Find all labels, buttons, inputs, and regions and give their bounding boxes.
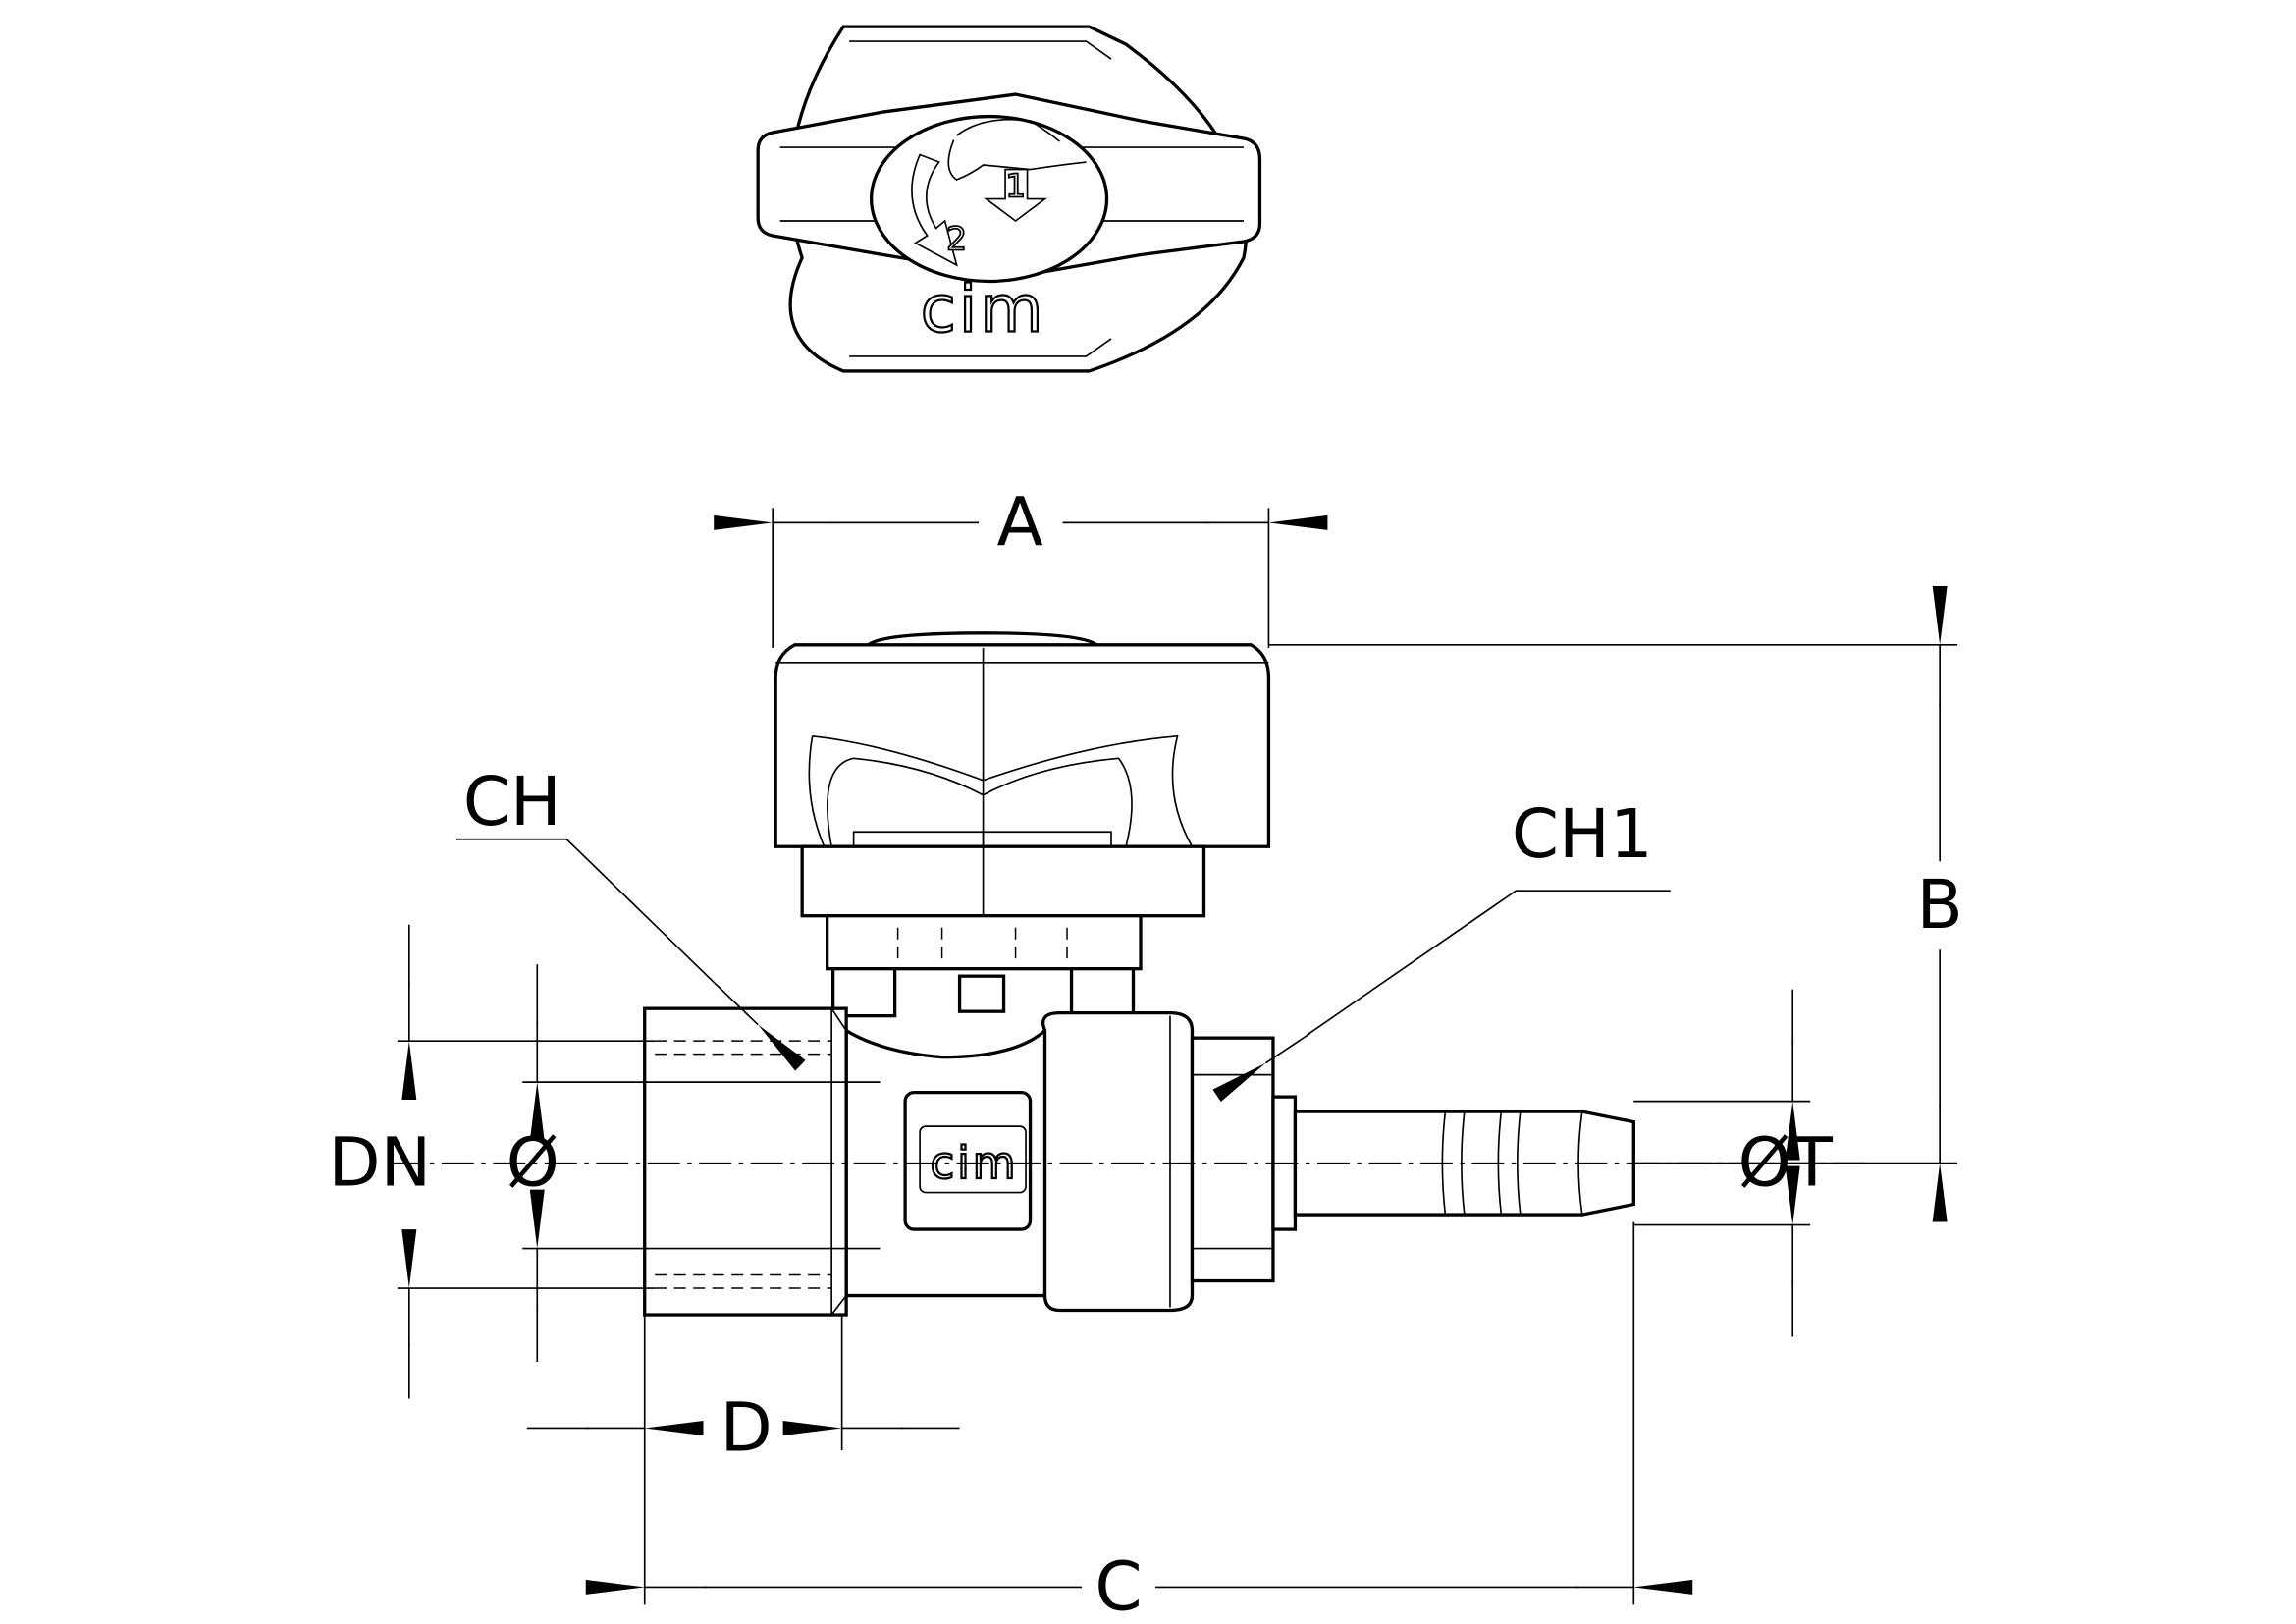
leader-ch-label: CH [463,763,561,841]
step-1-label: 1 [1005,167,1026,205]
handle-top-view: 1 2 cim [756,25,1262,373]
dimension-a: A [714,483,1328,648]
dimension-phi-t-label: ØT [1738,1124,1834,1203]
brand-logo-top: cim [921,271,1046,347]
hand-icon [947,118,1087,181]
leader-ch1: CH1 [1212,795,1671,1103]
dimension-a-label: A [996,483,1042,562]
down-arrow-icon [984,168,1048,223]
valve-body: cim [643,1006,1635,1317]
dimension-d: D [526,1315,960,1605]
dimension-dn-label: DN [328,1124,431,1203]
step-2-label: 2 [946,219,967,257]
dimension-b-label: B [1916,866,1962,945]
dimension-c-label: C [1095,1547,1142,1624]
rotate-arrow-icon [911,153,958,267]
dimension-b: B [1268,585,1963,1222]
dimension-phi: Ø [507,964,648,1363]
handle-side-view [774,631,1271,1018]
dimension-d-label: D [721,1388,773,1467]
leader-ch1-label: CH1 [1512,795,1653,874]
dimension-dn: DN [328,924,656,1399]
leader-ch: CH [455,763,806,1071]
dimension-c: C [585,1221,1693,1624]
brand-logo-body: cim [931,1137,1019,1189]
dimension-phi-t: ØT [1633,989,1834,1337]
dimension-phi-label: Ø [507,1124,560,1203]
